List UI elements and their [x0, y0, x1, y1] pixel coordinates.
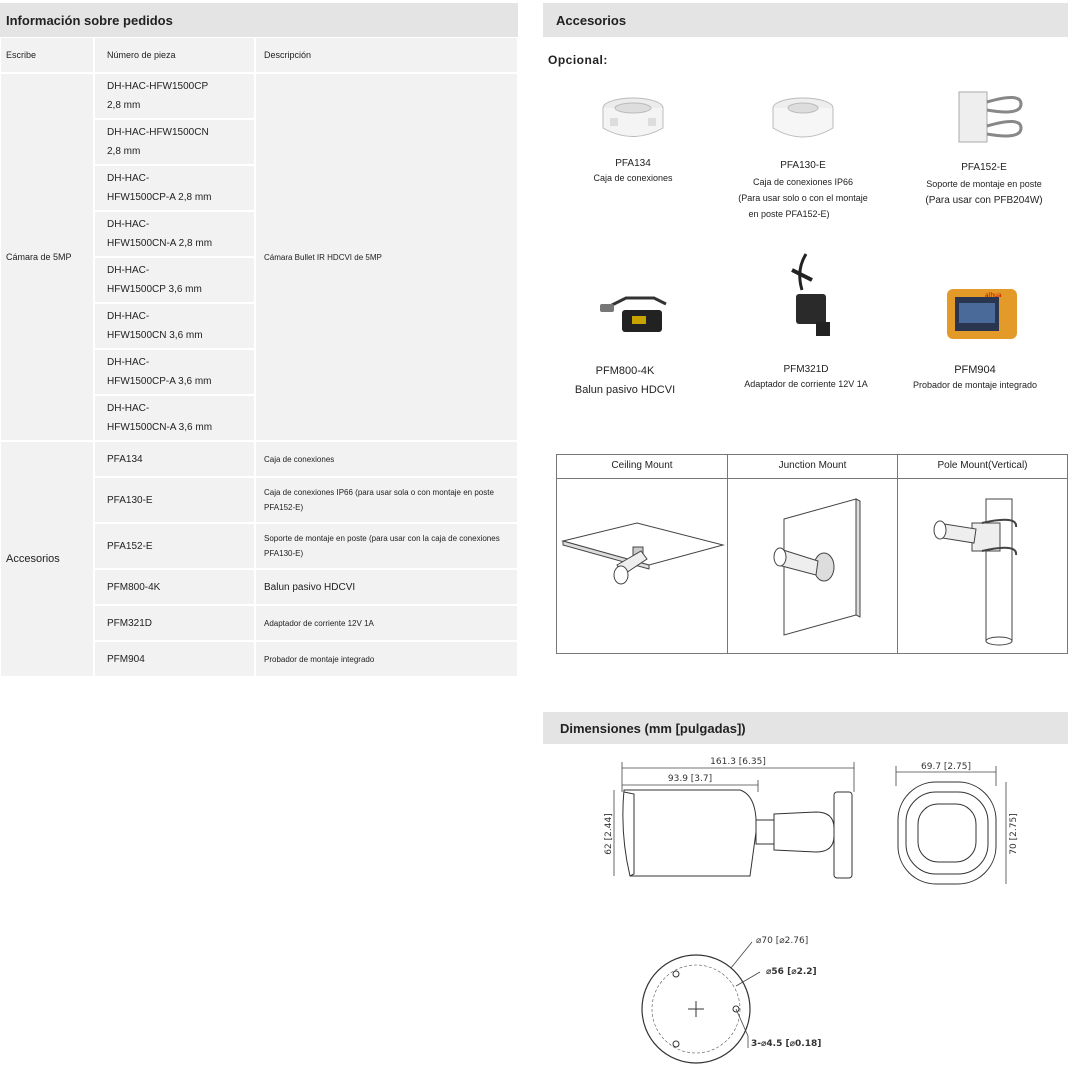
part-cell: DH-HAC-HFW1500CP-A 3,6 mm	[94, 349, 255, 395]
table-row: DH-HAC-HFW1500CP-A 3,6 mm	[0, 349, 518, 395]
accessory-pfm904: PFM904 Probador de montaje integrado	[912, 364, 1038, 390]
junction-mount-drawing	[773, 498, 861, 636]
table-row: DH-HAC-HFW1500CN 3,6 mm	[0, 303, 518, 349]
pole-mount-pfa152e-image	[958, 91, 1023, 143]
desc-cell: Adaptador de corriente 12V 1A	[255, 605, 518, 641]
mount-junction-label: Junction Mount	[728, 455, 897, 479]
part-cell: PFA130-E	[94, 477, 255, 523]
part-cell: DH-HAC-HFW1500CN 3,6 mm	[94, 303, 255, 349]
mount-table: Ceiling Mount Junction Mount Pole Mount(…	[556, 454, 1068, 654]
dim-holes: 3-⌀4.5 [⌀0.18]	[751, 1039, 821, 1049]
col-header-desc: Descripción	[255, 37, 518, 73]
part-cell: PFM800-4K	[94, 569, 255, 605]
part-cell: DH-HAC-HFW1500CN-A 2,8 mm	[94, 211, 255, 257]
dimensions-title: Dimensiones (mm [pulgadas])	[560, 720, 746, 736]
camera-front-view-drawing: 69.7 [2.75] 70 [2.75]	[895, 762, 1019, 885]
junction-box-pfa134-image	[602, 97, 664, 137]
dim-base-outer: ⌀70 [⌀2.76]	[756, 936, 808, 946]
col-header-type: Escribe	[0, 37, 94, 73]
part-cell: DH-HAC-HFW1500CP-A 2,8 mm	[94, 165, 255, 211]
ceiling-mount-drawing	[561, 522, 725, 585]
svg-text:alhua: alhua	[985, 292, 1002, 299]
order-table: Escribe Número de pieza Descripción Cáma…	[0, 37, 518, 677]
accessory-pfm800: PFM800-4K Balun pasivo HDCVI	[574, 365, 676, 396]
accessories-group-cell: Accesorios	[0, 441, 94, 677]
table-row: Accesorios PFA134 Caja de conexiones	[0, 441, 518, 677]
camera-desc-cell: Cámara Bullet IR HDCVI de 5MP	[255, 73, 518, 441]
table-row: PFA152-E Soporte de montaje en poste (pa…	[0, 523, 518, 569]
dim-total-length: 161.3 [6.35]	[710, 757, 766, 767]
dimensions-header: Dimensiones (mm [pulgadas])	[543, 712, 1068, 744]
desc-cell: Soporte de montaje en poste (para usar c…	[255, 523, 518, 569]
mount-base-drawing: ⌀70 [⌀2.76] ⌀56 [⌀2.2] 3-⌀4.5 [⌀0.18]	[641, 936, 821, 1064]
order-info-title: Información sobre pedidos	[6, 12, 173, 28]
table-row: PFA130-E Caja de conexiones IP66 (para u…	[0, 477, 518, 523]
dim-height: 62 [2.44]	[604, 813, 614, 854]
camera-group-cell: Cámara de 5MP	[0, 73, 94, 441]
part-cell: PFM904	[94, 641, 255, 677]
tester-pfm904-image: alhua	[947, 289, 1017, 339]
accessory-pfm321d: PFM321D Adaptador de corriente 12V 1A	[744, 364, 868, 389]
accessories-title: Accesorios	[556, 12, 627, 28]
desc-cell: Balun pasivo HDCVI	[255, 569, 518, 605]
mount-pole-label: Pole Mount(Vertical)	[898, 455, 1067, 479]
mount-col-junction: Junction Mount	[728, 455, 898, 653]
dim-body-length: 93.9 [3.7]	[668, 774, 712, 784]
table-row: DH-HAC-HFW1500CN-A 2,8 mm	[0, 211, 518, 257]
part-cell: DH-HAC-HFW1500CN-A 3,6 mm	[94, 395, 255, 441]
accessory-pfa152e: PFA152-E Soporte de montaje en poste (Pa…	[925, 162, 1043, 206]
table-row: PFM904 Probador de montaje integrado	[0, 641, 518, 677]
table-row: DH-HAC-HFW1500CP 3,6 mm	[0, 257, 518, 303]
pole-mount-drawing	[933, 498, 1018, 646]
mount-ceiling-label: Ceiling Mount	[557, 455, 727, 479]
col-header-part: Número de pieza	[94, 37, 255, 73]
desc-cell: Caja de conexiones	[255, 441, 518, 477]
part-cell: PFM321D	[94, 605, 255, 641]
desc-cell: Probador de montaje integrado	[255, 641, 518, 677]
balun-pfm800-image	[600, 296, 667, 332]
mount-col-ceiling: Ceiling Mount	[557, 455, 728, 653]
table-row: PFM321D Adaptador de corriente 12V 1A	[0, 605, 518, 641]
dim-height2: 70 [2.75]	[1009, 813, 1019, 854]
camera-side-view-drawing: 161.3 [6.35] 93.9 [3.7] 62 [2.44]	[604, 757, 855, 879]
table-row: DH-HAC-HFW1500CN-A 3,6 mm	[0, 395, 518, 441]
power-adapter-pfm321d-image	[791, 253, 830, 336]
order-table-header-row: Escribe Número de pieza Descripción	[0, 37, 518, 73]
table-row: DH-HAC-HFW1500CP-A 2,8 mm	[0, 165, 518, 211]
order-info-header: Información sobre pedidos	[0, 3, 518, 37]
part-cell: PFA134	[94, 441, 255, 477]
junction-box-pfa130e-image	[772, 97, 834, 138]
accessories-header: Accesorios	[543, 3, 1068, 37]
dim-width: 69.7 [2.75]	[921, 762, 971, 772]
part-cell: PFA152-E	[94, 523, 255, 569]
mount-col-pole: Pole Mount(Vertical)	[898, 455, 1067, 653]
part-cell: DH-HAC-HFW1500CP 3,6 mm	[94, 257, 255, 303]
optional-label: Opcional:	[548, 53, 608, 67]
dim-base-inner: ⌀56 [⌀2.2]	[766, 967, 817, 977]
desc-cell: Caja de conexiones IP66 (para usar sola …	[255, 477, 518, 523]
accessory-pfa130e: PFA130-E Caja de conexiones IP66 (Para u…	[738, 160, 868, 219]
accessory-pfa134: PFA134 Caja de conexiones	[593, 158, 673, 183]
table-row: PFM800-4K Balun pasivo HDCVI	[0, 569, 518, 605]
